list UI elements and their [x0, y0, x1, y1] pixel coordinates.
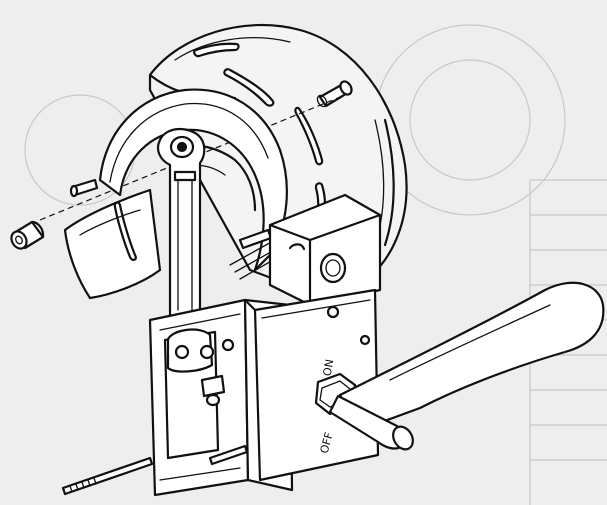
off-label: OFF — [318, 431, 336, 455]
set-screw-nut — [10, 220, 45, 250]
threaded-rod — [61, 444, 249, 496]
on-label: ON — [321, 358, 337, 377]
square-housing — [268, 193, 382, 307]
locating-pin — [200, 374, 226, 407]
switch-plate: ON OFF — [243, 288, 380, 482]
toggle-lever — [328, 281, 605, 451]
connecting-rod — [156, 127, 206, 327]
mounting-pin — [316, 80, 353, 108]
